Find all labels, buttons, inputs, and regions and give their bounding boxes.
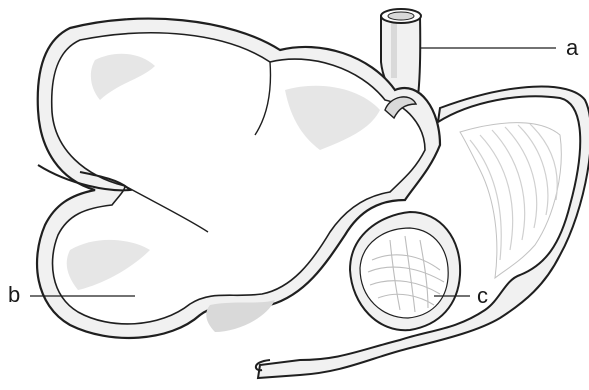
pouch-structure [350, 212, 460, 330]
label-b: b [8, 284, 20, 306]
label-c: c [477, 285, 488, 307]
label-a: a [566, 37, 578, 59]
